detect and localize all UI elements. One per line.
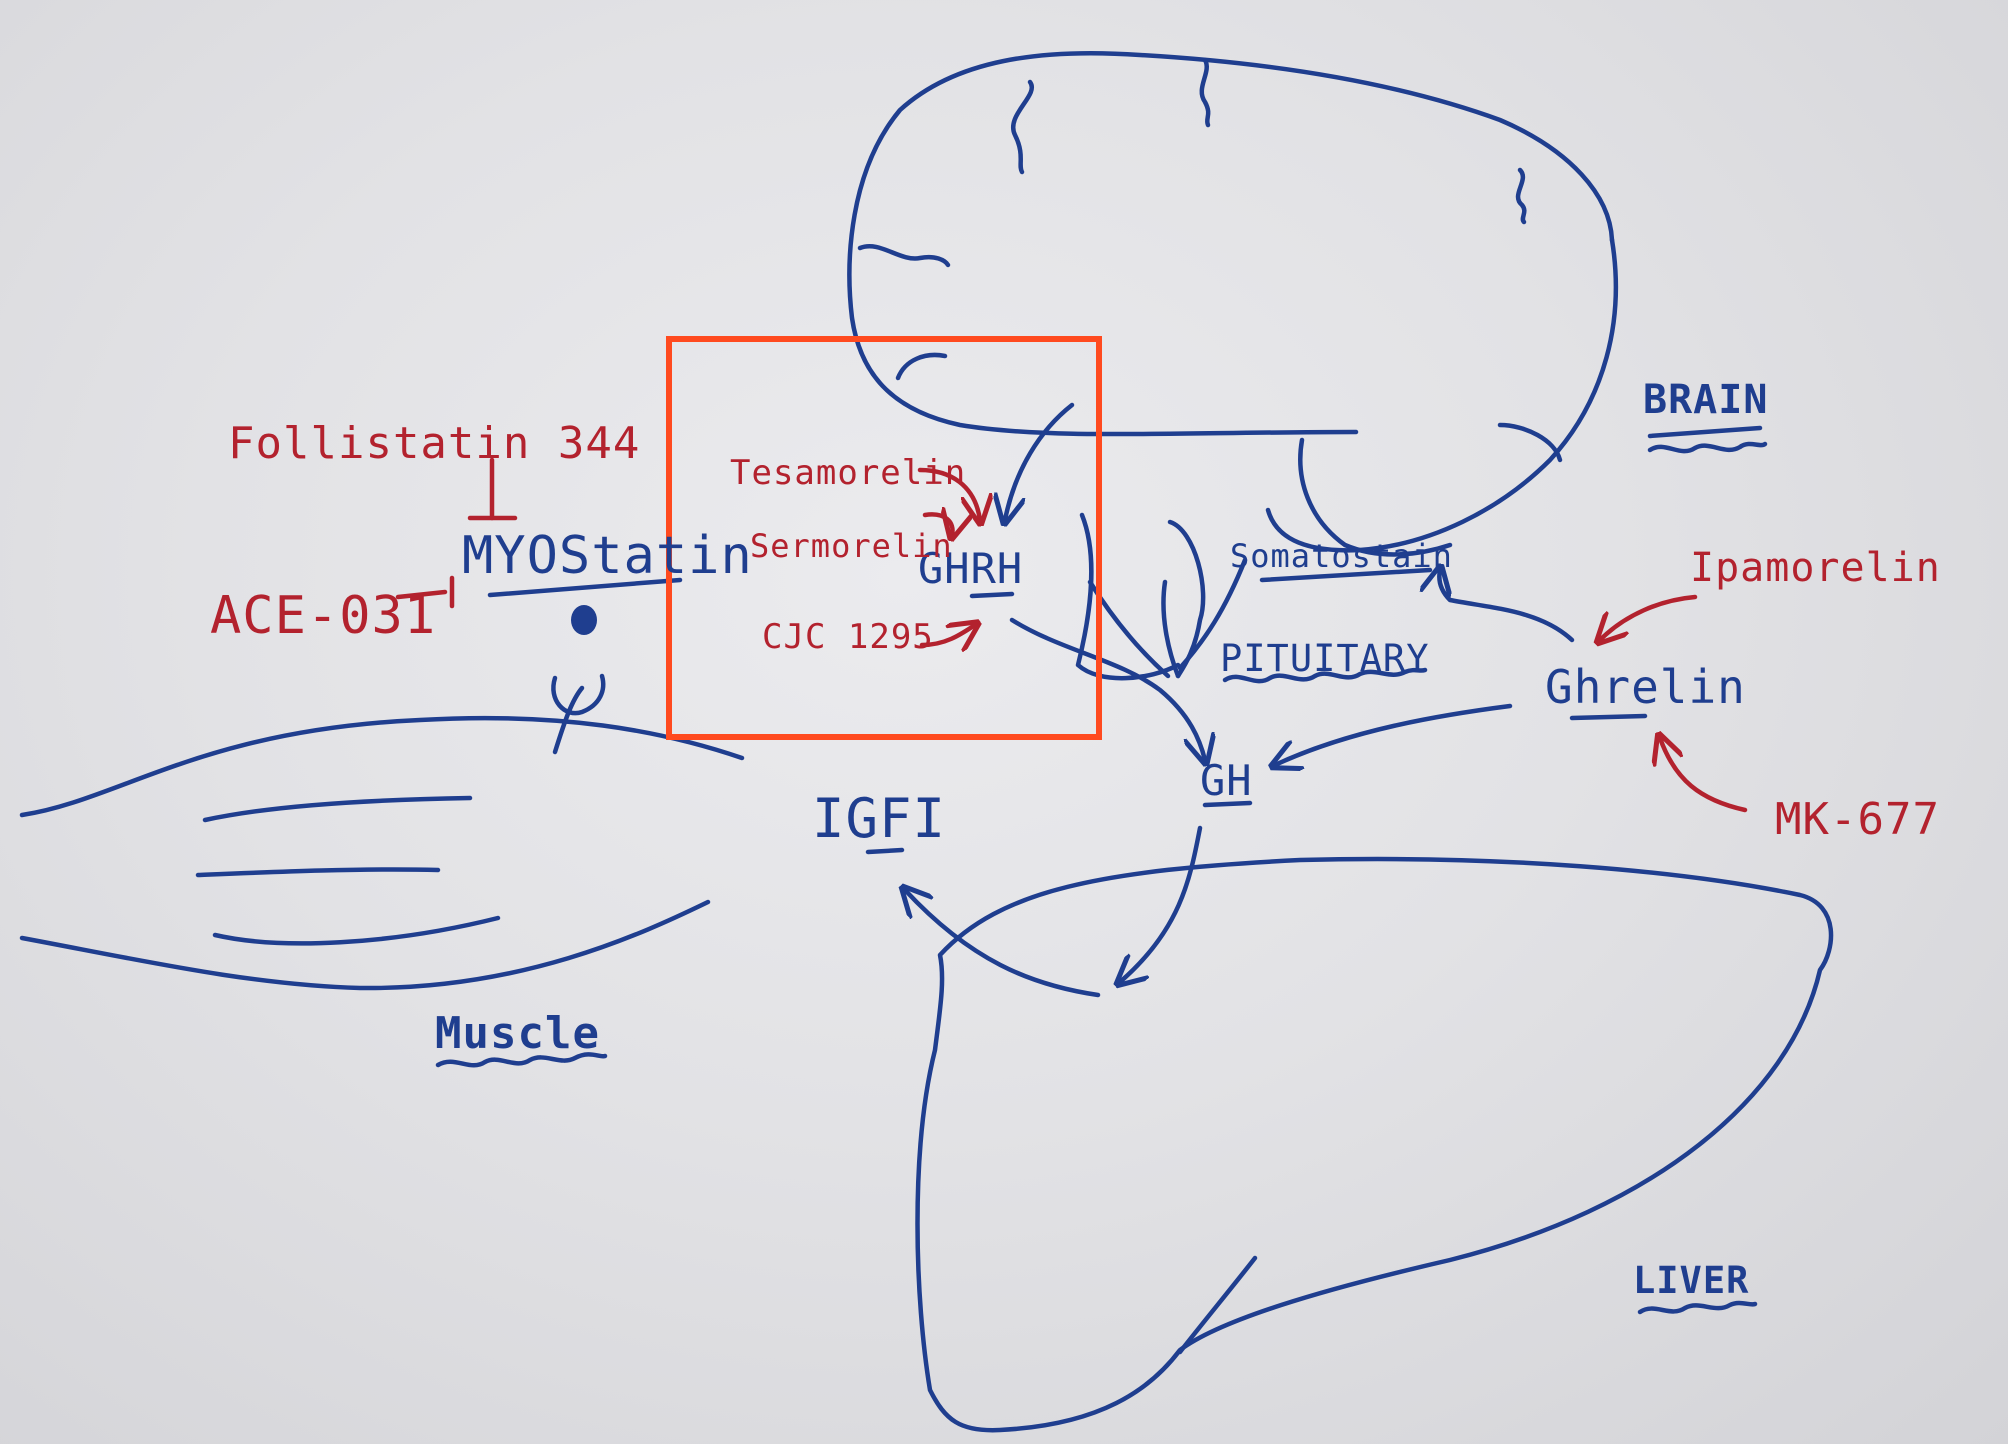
label-follistatin: Follistatin 344	[228, 422, 640, 466]
gh-to-liver-arrow	[1120, 828, 1200, 982]
label-brain: BRAIN	[1643, 380, 1768, 420]
label-sermorelin: Sermorelin	[750, 530, 953, 562]
label-tesamorelin: Tesamorelin	[730, 456, 966, 490]
label-cjc1295: CJC 1295	[762, 620, 934, 654]
label-mk677: MK-677	[1775, 798, 1940, 842]
label-igf1: IGFI	[812, 792, 946, 846]
liver-lobe-line	[1180, 1258, 1255, 1352]
label-ipamorelin: Ipamorelin	[1690, 548, 1941, 588]
ghrelin-to-somatostatin-arrow	[1439, 570, 1572, 640]
muscle-sketch	[22, 605, 742, 988]
liver-to-igf1-arrow	[905, 890, 1098, 995]
label-muscle: Muscle	[435, 1012, 600, 1056]
label-ghrelin: Ghrelin	[1545, 664, 1746, 710]
label-pituitary: PITUITARY	[1220, 640, 1429, 677]
ghrelin-to-gh-arrow	[1275, 706, 1510, 765]
label-liver: LIVER	[1633, 1262, 1749, 1299]
label-gh: GH	[1200, 760, 1253, 802]
label-ace031: ACE-031	[210, 590, 436, 642]
label-myostatin: MYOStatin	[462, 530, 753, 582]
liver-outline	[918, 859, 1832, 1430]
label-somatostatin: Somatostain	[1230, 540, 1453, 572]
